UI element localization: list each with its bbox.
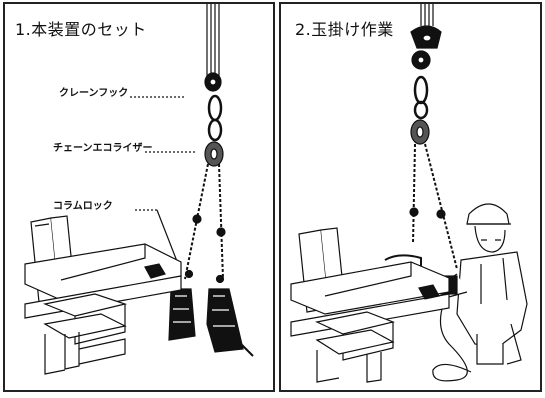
slinging-illustration bbox=[290, 4, 528, 383]
steel-structure bbox=[290, 227, 450, 383]
steel-structure bbox=[24, 215, 182, 375]
label-crane-hook: クレーンフック bbox=[59, 88, 129, 99]
crane-hook bbox=[410, 25, 442, 105]
setup-illustration bbox=[24, 4, 254, 375]
label-column-lock: コラムロック bbox=[53, 201, 113, 212]
chain-equalizer bbox=[410, 100, 430, 145]
chains bbox=[412, 143, 458, 270]
chain-equalizer bbox=[204, 118, 224, 167]
crane-wires bbox=[420, 4, 434, 26]
worker bbox=[438, 203, 528, 365]
chains bbox=[184, 163, 224, 280]
panel-title-setup: 1.本装置のセット bbox=[15, 20, 147, 39]
panel-setup: 1.本装置のセット クレーンフック チェーンエコライザー コラムロック bbox=[3, 2, 275, 392]
column-lock-right bbox=[206, 288, 254, 357]
panel-title-slinging: 2.玉掛け作業 bbox=[295, 20, 394, 39]
crane-wires bbox=[206, 4, 220, 76]
crane-hook bbox=[204, 72, 223, 122]
panel-slinging: 2.玉掛け作業 bbox=[279, 2, 542, 392]
column-lock-left bbox=[168, 288, 196, 341]
label-chain-equalizer: チェーンエコライザー bbox=[53, 143, 153, 154]
